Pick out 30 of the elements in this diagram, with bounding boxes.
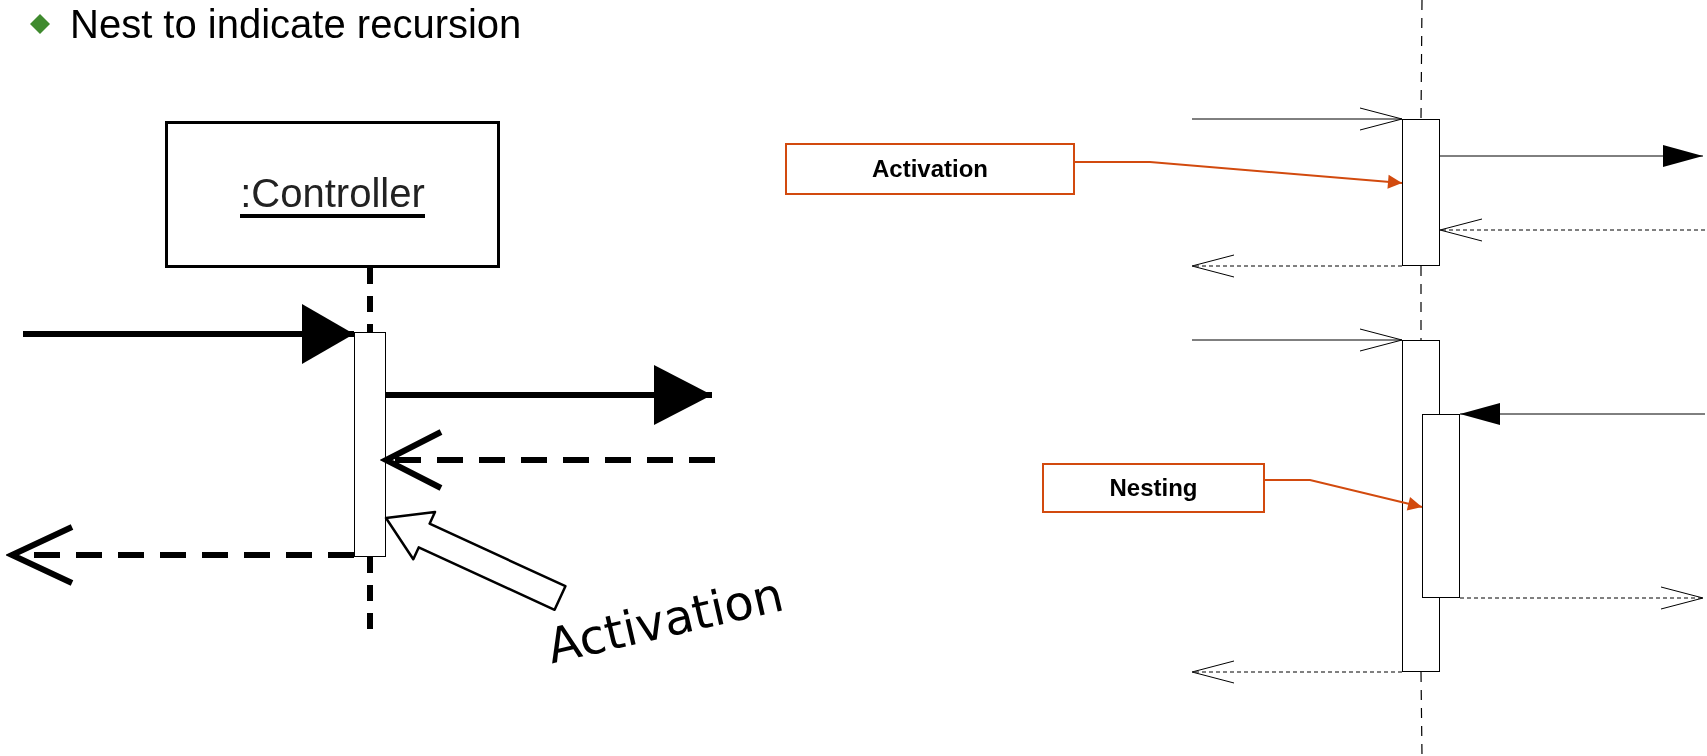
message-arrow bbox=[1191, 328, 1403, 352]
object-name: :Controller bbox=[240, 171, 425, 218]
message-arrow bbox=[1459, 403, 1706, 425]
callout-box bbox=[1042, 463, 1265, 513]
callout-text: Nesting bbox=[1109, 474, 1198, 502]
object-box bbox=[165, 121, 500, 268]
leader-arrow bbox=[1264, 479, 1423, 511]
handwritten-label: Activation bbox=[541, 565, 789, 675]
return-message-arrow bbox=[1191, 254, 1403, 278]
lifeline bbox=[1420, 265, 1422, 341]
message-arrow bbox=[386, 365, 712, 425]
activation-bar bbox=[354, 332, 386, 557]
callout-box bbox=[785, 143, 1075, 195]
message-arrow bbox=[1191, 107, 1403, 131]
return-message-arrow bbox=[383, 429, 715, 491]
return-message-arrow bbox=[9, 524, 354, 586]
block-arrow bbox=[384, 510, 567, 612]
message-arrow bbox=[1439, 145, 1704, 167]
lifeline bbox=[1420, 671, 1423, 756]
leader-arrow bbox=[1074, 161, 1403, 189]
lifeline bbox=[1420, 0, 1423, 120]
message-arrow bbox=[23, 304, 354, 364]
lifeline bbox=[367, 268, 373, 332]
callout-text: Activation bbox=[872, 155, 988, 183]
return-message-arrow bbox=[1191, 660, 1403, 684]
return-message-arrow bbox=[1459, 586, 1704, 610]
activation-bar bbox=[1402, 119, 1440, 266]
activation-bar bbox=[1422, 414, 1460, 598]
bullet-text: Nest to indicate recursion bbox=[70, 2, 522, 47]
return-message-arrow bbox=[1439, 218, 1706, 242]
